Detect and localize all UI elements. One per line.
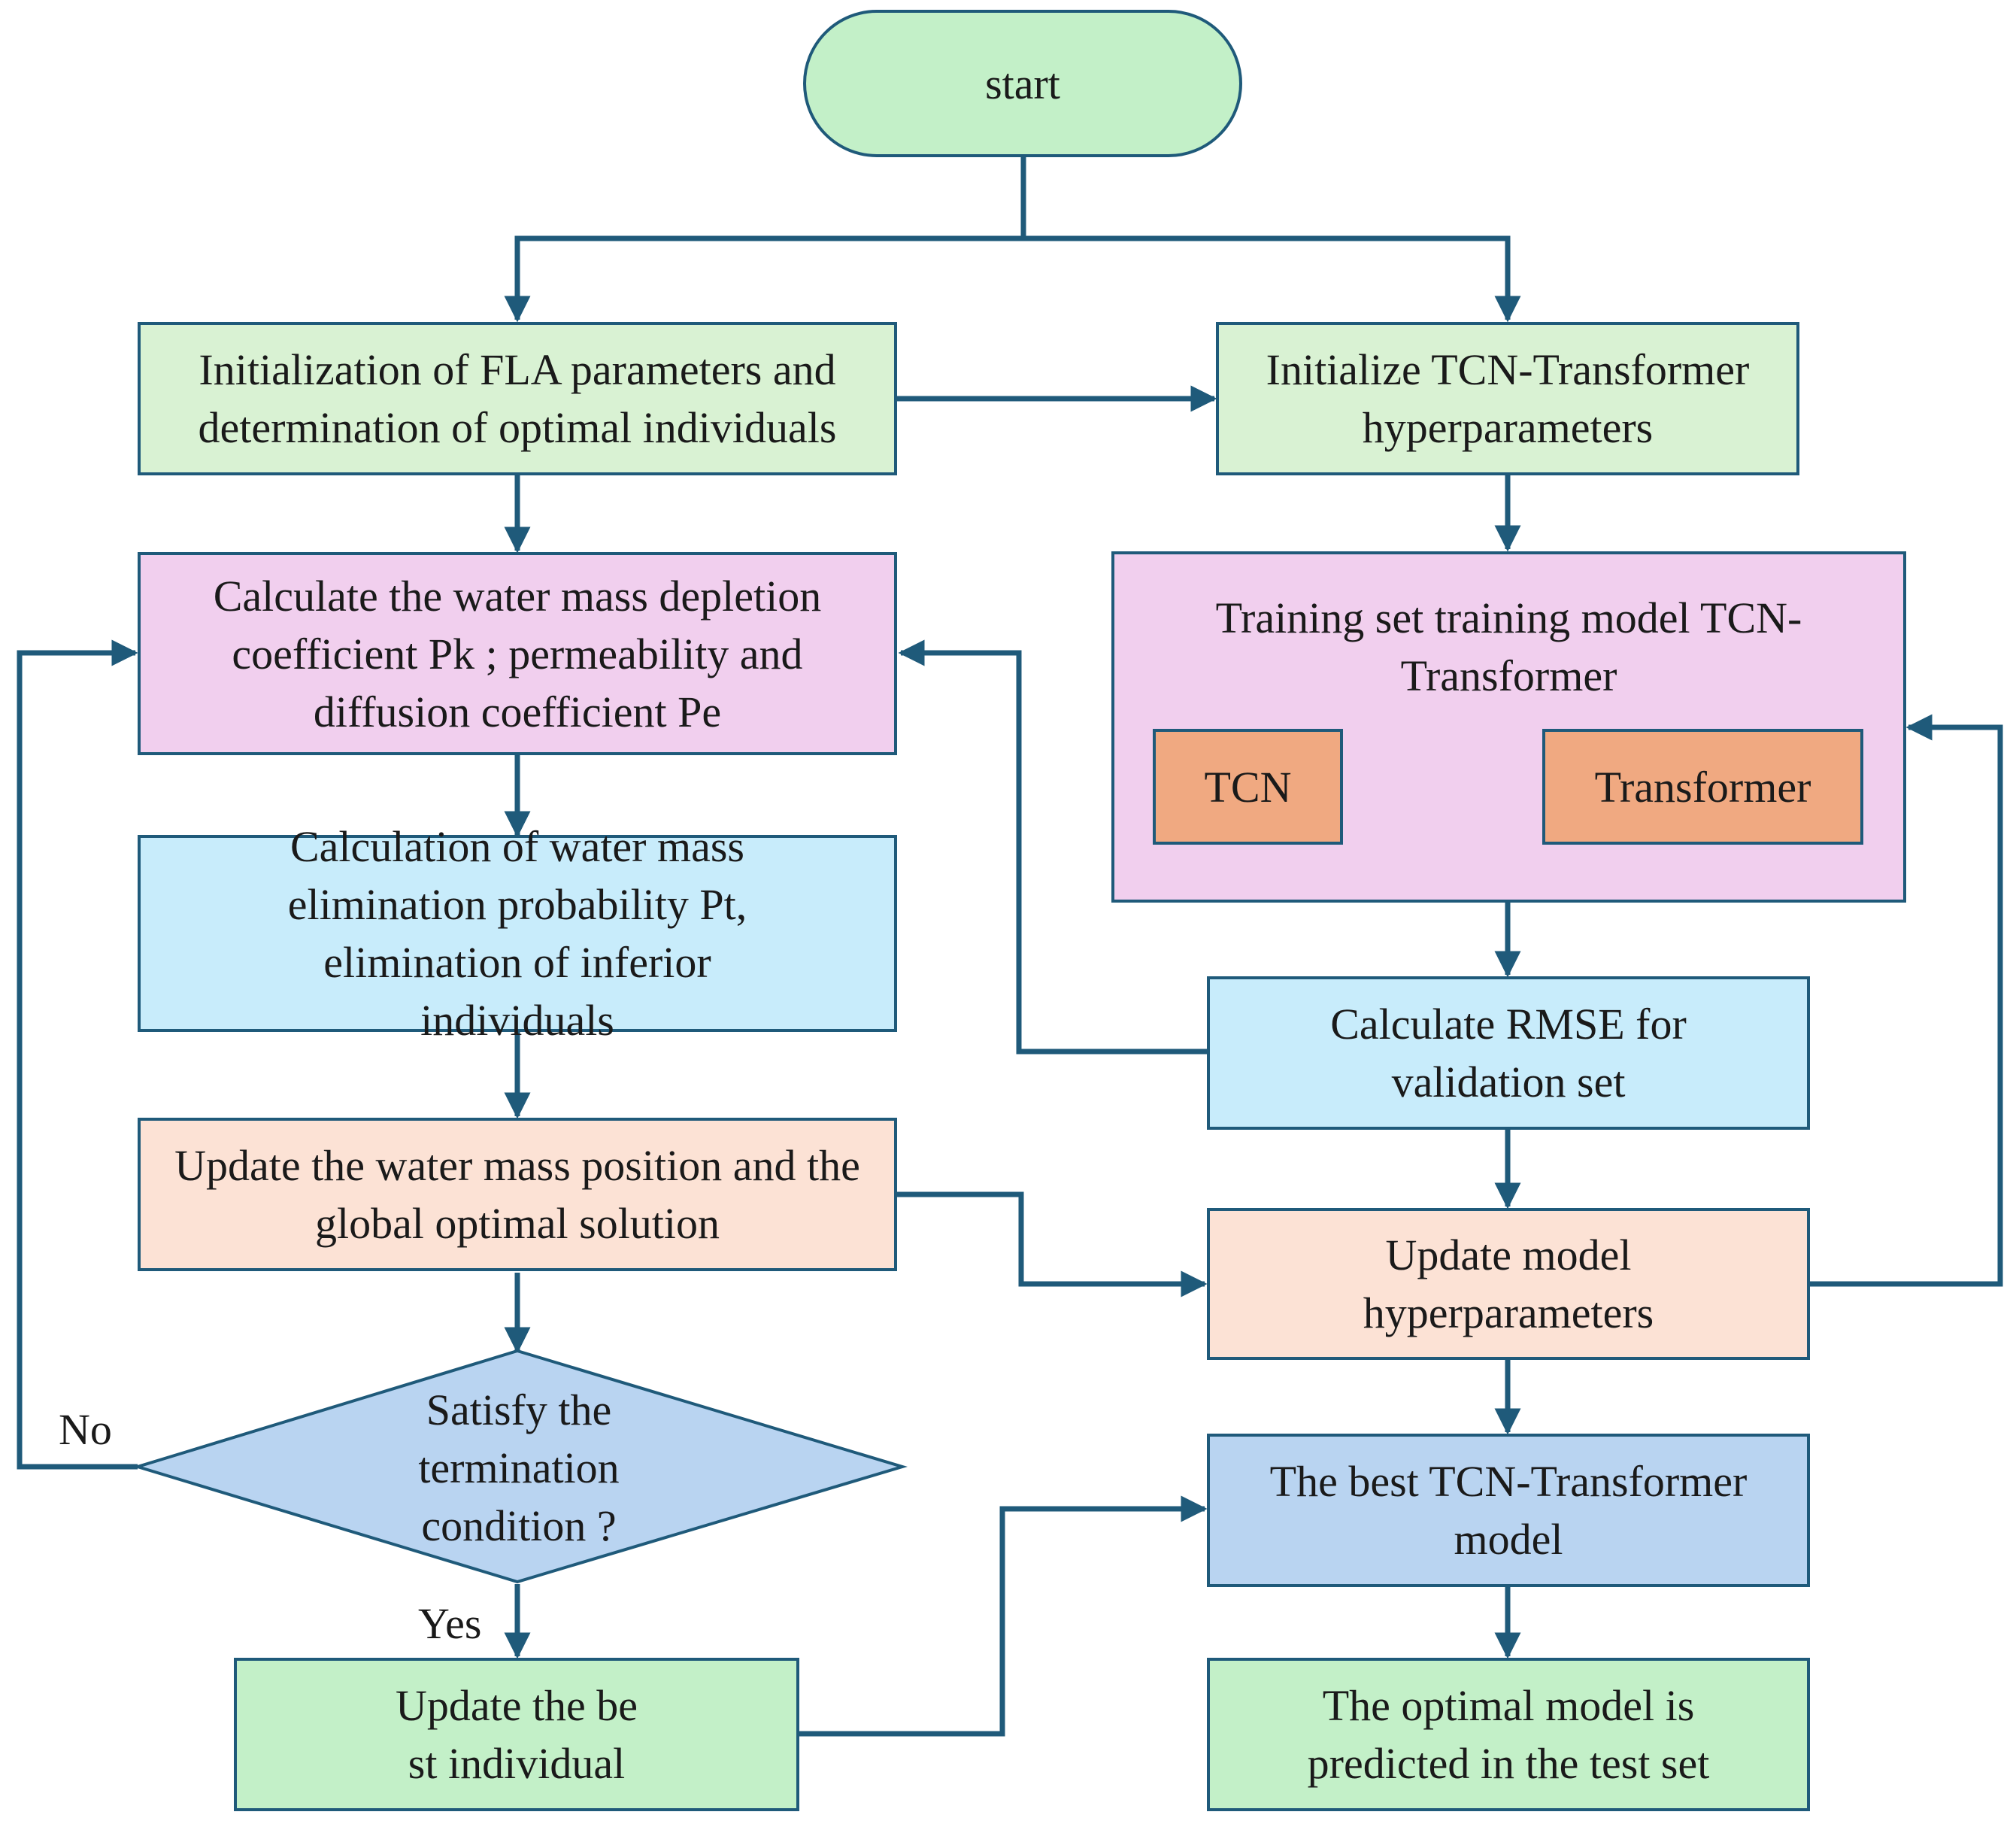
arrow-start-to-tcn-init [1023,235,1521,323]
arrow-update-best-to-best-model [799,1495,1208,1737]
start-terminal: start [803,10,1242,157]
tcn-init-box: Initialize TCN-Transformer hyperparamete… [1216,322,1799,475]
arrow-update-position-to-hyper [896,1191,1208,1297]
transformer-label: Transformer [1594,762,1811,812]
fla-init-label: Initialization of FLA parameters and det… [198,345,837,452]
tcn-init-label: Initialize TCN-Transformer hyperparamete… [1266,345,1750,452]
depletion-box: Calculate the water mass depletion coeff… [138,552,897,755]
update-hyper-box: Update model hyperparameters [1207,1208,1810,1360]
update-position-box: Update the water mass position and the g… [138,1118,897,1271]
arrow-no-loop [17,639,138,1470]
tcn-box: TCN [1153,729,1343,845]
arrow-hyper-loop-to-training [1809,714,2003,1287]
start-label: start [985,59,1060,108]
arrow-start-to-split [504,156,1026,323]
yes-label: Yes [418,1599,482,1648]
tcn-label: TCN [1204,762,1292,812]
fla-init-box: Initialization of FLA parameters and det… [138,322,897,475]
depletion-label: Calculate the water mass depletion coeff… [213,571,822,736]
optimal-model-label: The optimal model is predicted in the te… [1307,1681,1710,1788]
best-model-box: The best TCN-Transformer model [1207,1434,1810,1587]
no-label: No [59,1405,112,1454]
update-position-label: Update the water mass position and the g… [174,1141,860,1248]
termination-label: Satisfy the termination condition ? [418,1385,620,1550]
rmse-label: Calculate RMSE for validation set [1330,1000,1687,1106]
best-model-label: The best TCN-Transformer model [1269,1457,1748,1564]
transformer-box: Transformer [1542,729,1863,845]
training-box: Training set training model TCN-Transfor… [1111,551,1906,903]
elimination-box: Calculation of water mass elimination pr… [138,822,897,1045]
arrow-rmse-to-depletion [898,639,1207,1055]
optimal-model-box: The optimal model is predicted in the te… [1207,1658,1810,1811]
update-best-box: Update the be st individual [234,1658,799,1811]
update-best-label: Update the be st individual [395,1681,638,1788]
elimination-label: Calculation of water mass elimination pr… [287,822,747,1045]
decision-diamond [132,1349,908,1584]
training-label: Training set training model TCN-Transfor… [1215,593,1802,700]
rmse-box: Calculate RMSE for validation set [1207,976,1810,1130]
update-hyper-label: Update model hyperparameters [1363,1231,1654,1337]
